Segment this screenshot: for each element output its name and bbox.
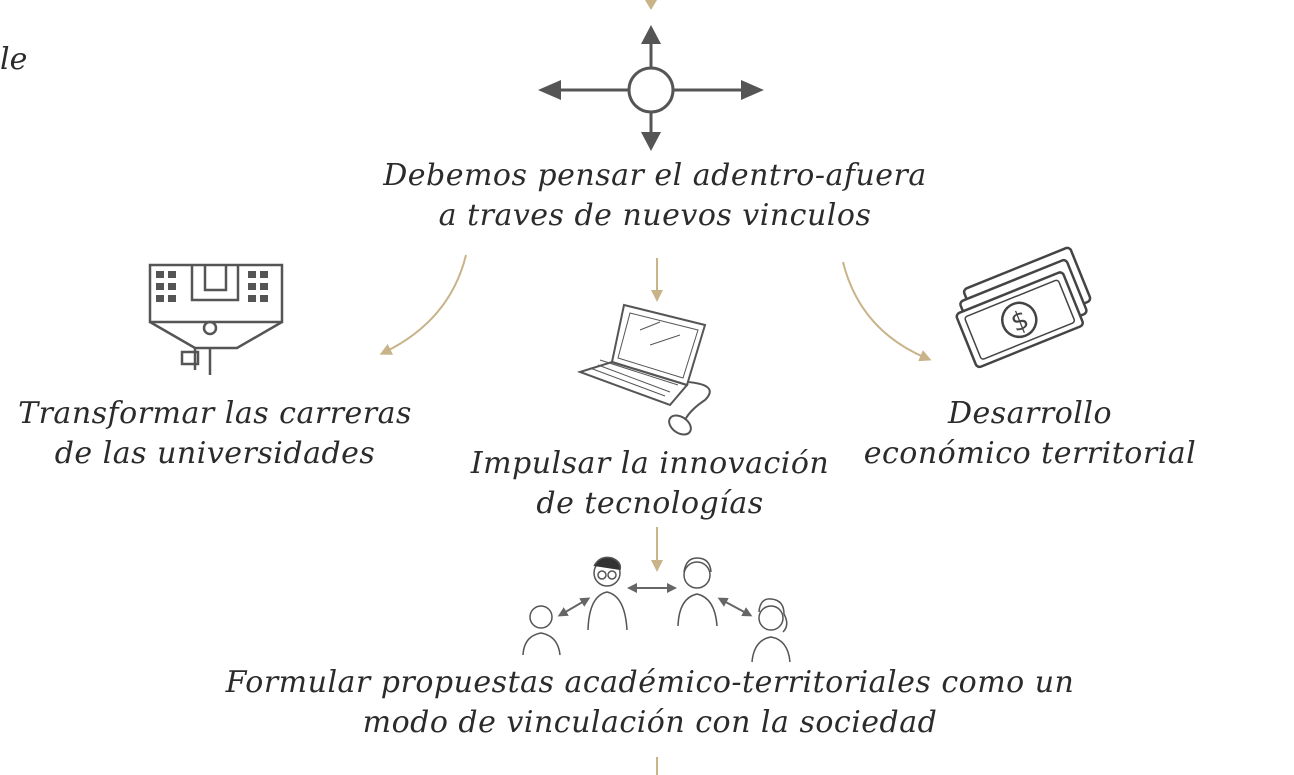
node-right-label: Desarrollo económico territorial <box>845 394 1215 474</box>
node-left-line1: Transformar las carreras <box>18 396 412 431</box>
arrow-to-left <box>379 254 467 355</box>
bottom-label: Formular propuestas académico-territoria… <box>170 663 1130 743</box>
node-left-line2: de las universidades <box>54 435 376 471</box>
bottom-label-line2: modo de vinculación con la sociedad <box>362 704 938 740</box>
center-label-line2: a traves de nuevos vinculos <box>438 197 872 233</box>
bottom-label-line1: Formular propuestas académico-territoria… <box>225 665 1075 700</box>
laptop-icon <box>576 303 711 436</box>
arrow-to-right <box>842 261 932 362</box>
arrow-top-in <box>645 0 657 10</box>
cut-off-text: le <box>0 42 28 77</box>
node-middle-line2: de tecnologías <box>536 485 764 521</box>
university-building-icon <box>148 263 284 375</box>
people-network-icon <box>522 556 791 663</box>
center-label-line1: Debemos pensar el adentro-afuera <box>383 158 927 193</box>
node-right-line1: Desarrollo <box>947 396 1113 431</box>
center-label: Debemos pensar el adentro-afuera a trave… <box>330 156 980 236</box>
node-middle-line1: Impulsar la innovación <box>470 446 830 481</box>
node-left-label: Transformar las carreras de las universi… <box>10 394 420 474</box>
compass-icon <box>538 25 764 151</box>
node-right-line2: económico territorial <box>863 435 1197 471</box>
money-icon: $ <box>955 246 1092 369</box>
node-middle-label: Impulsar la innovación de tecnologías <box>440 444 860 524</box>
